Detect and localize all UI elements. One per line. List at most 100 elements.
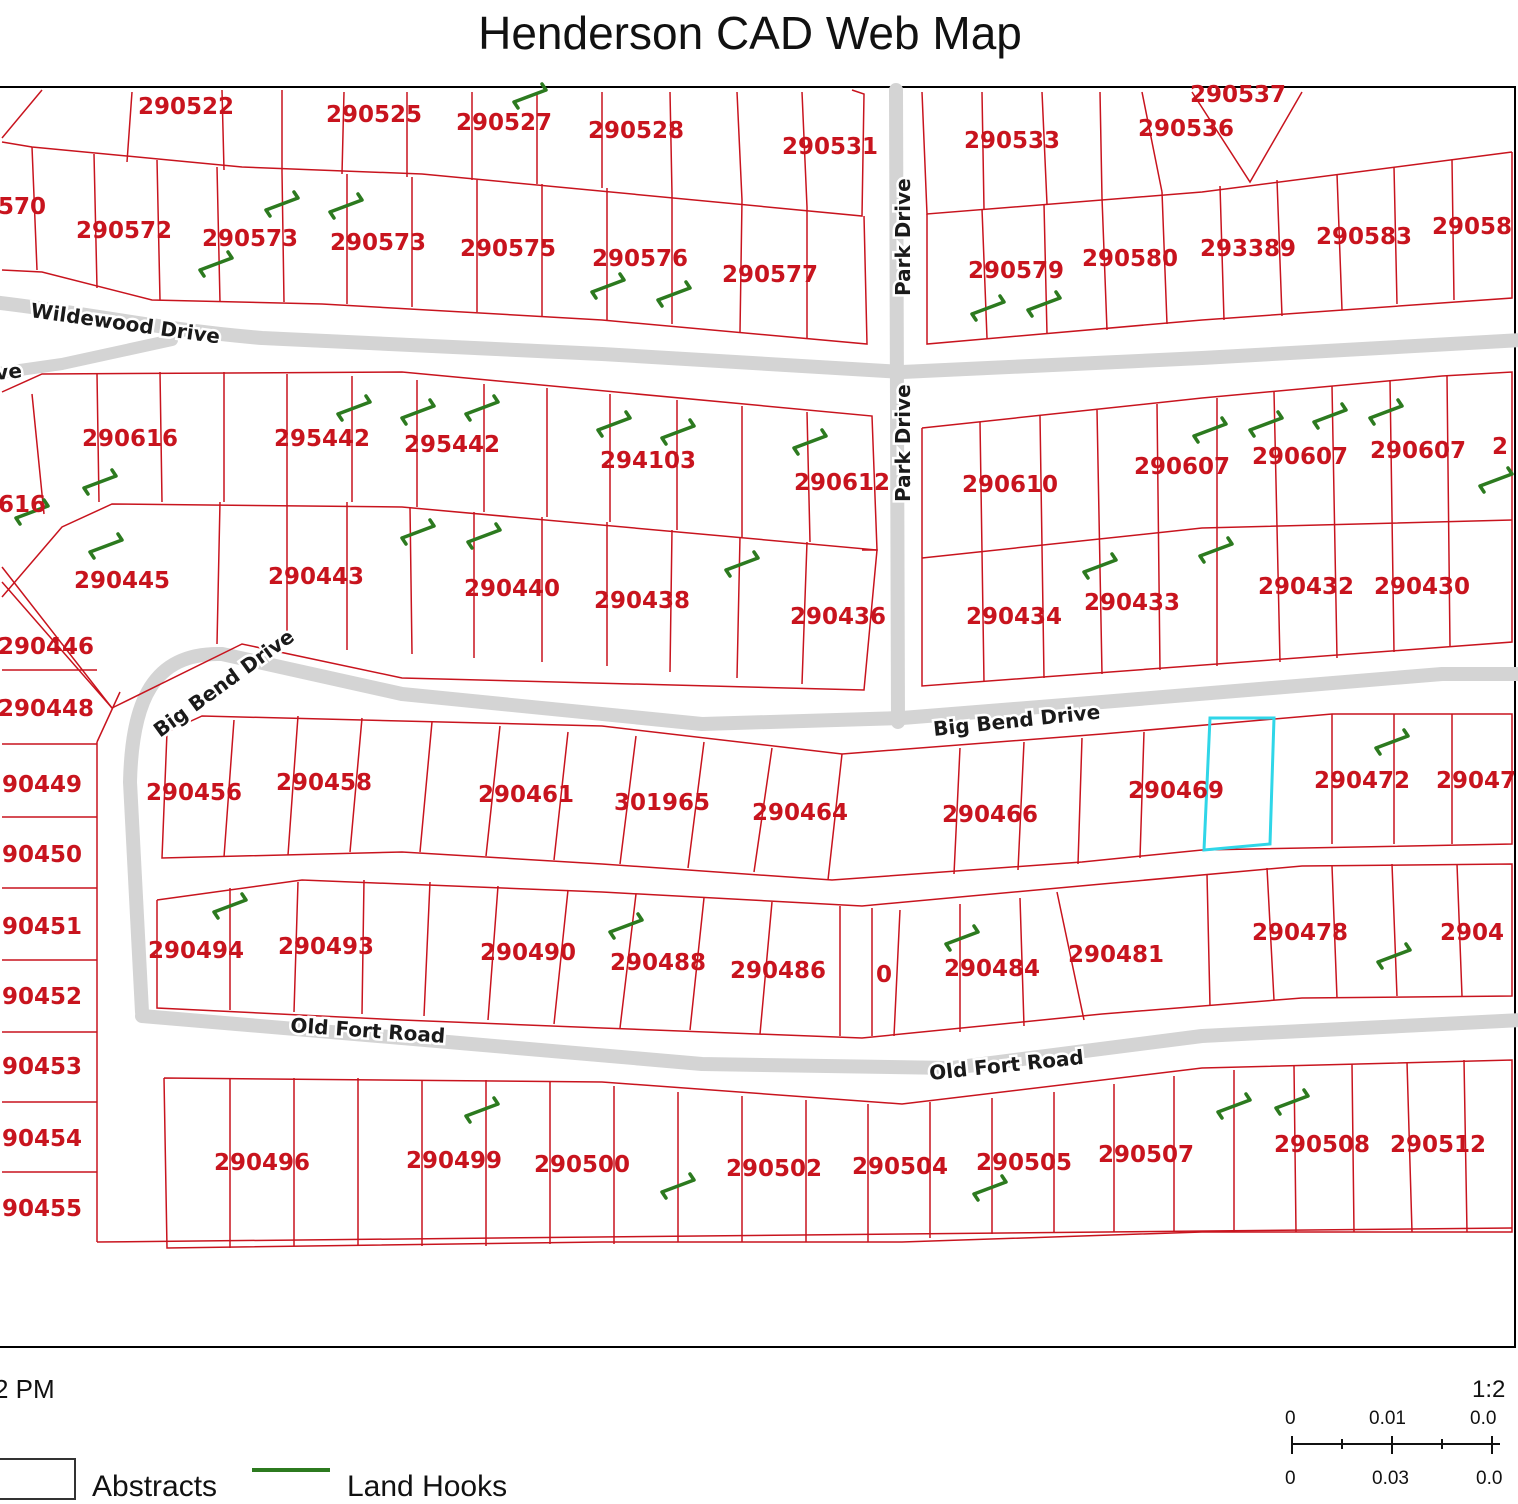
parcel-label[interactable]: 290505 [976,1150,1072,1176]
parcel-label[interactable]: 290481 [1068,942,1164,968]
parcel-label[interactable]: 290572 [76,218,172,244]
parcel-label[interactable]: 290610 [962,472,1058,498]
parcel-label[interactable]: 0 [876,962,892,988]
parcel-label[interactable]: 290466 [942,802,1038,828]
land-hook-icon [400,398,436,426]
parcel-label[interactable]: 290616 [82,426,178,452]
parcel-label[interactable]: 290580 [1082,246,1178,272]
parcel-label[interactable]: 290512 [1390,1132,1486,1158]
parcel-label[interactable]: 290433 [1084,590,1180,616]
parcel-label[interactable]: 290533 [964,128,1060,154]
parcel-label[interactable]: 290504 [852,1154,948,1180]
parcel-label[interactable]: 90452 [2,984,82,1010]
parcel-label[interactable]: 290527 [456,110,552,136]
parcel-label[interactable]: 290496 [214,1150,310,1176]
parcel-label[interactable]: 290494 [148,938,244,964]
land-hook-icon [512,82,548,110]
map-frame[interactable]: Wildewood Drive ve Park Drive Park Drive… [0,82,1518,1350]
parcel-label[interactable]: 290488 [610,950,706,976]
parcel-label[interactable]: 290493 [278,934,374,960]
parcel-label[interactable]: 290537 [1190,82,1286,108]
parcel-label[interactable]: 293389 [1200,236,1296,262]
road-park [889,83,905,729]
parcel-label[interactable]: 290576 [592,246,688,272]
parcel-label[interactable]: 290575 [460,236,556,262]
parcel-labels: 290522 290525 290527 290528 290531 29053… [0,82,1516,1222]
footer-timestamp: 2 PM [0,1374,55,1404]
land-hook-icon [596,410,632,438]
parcel-label[interactable]: 290490 [480,940,576,966]
parcel-label[interactable]: 290507 [1098,1142,1194,1168]
parcel-label[interactable]: 294103 [600,448,696,474]
parcel-label[interactable]: 290499 [406,1148,502,1174]
parcel-label[interactable]: 2904 [1440,920,1504,946]
land-hook-icon [1376,942,1412,970]
parcel-label[interactable]: 290579 [968,258,1064,284]
parcel-label[interactable]: 290607 [1252,444,1348,470]
parcel-label[interactable]: 290577 [722,262,818,288]
roads [0,83,1518,1075]
parcel-label[interactable]: 29058 [1432,214,1512,240]
scale-top-tick: 0 [1285,1408,1296,1429]
parcel-label[interactable]: 290464 [752,800,848,826]
land-hooks [14,82,1514,1202]
parcel-label[interactable]: 290458 [276,770,372,796]
parcel-label[interactable]: 290438 [594,588,690,614]
parcel-label[interactable]: 90449 [2,772,82,798]
parcel-label[interactable]: 570 [0,194,46,220]
parcel-label[interactable]: 290448 [0,696,94,722]
land-hook-icon [660,1172,696,1200]
land-hook-icon [264,190,300,218]
land-hook-icon [1192,416,1228,444]
parcel-lines [1,89,1513,1249]
parcel-label[interactable]: 29047 [1436,768,1516,794]
parcel-label[interactable]: 290440 [464,576,560,602]
scale-top-tick: 0.01 [1369,1408,1406,1429]
parcel-label[interactable]: 290500 [534,1152,630,1178]
parcel-label[interactable]: 290436 [790,604,886,630]
parcel-label[interactable]: 290430 [1374,574,1470,600]
scale-ratio: 1:2 [1472,1376,1506,1403]
selected-parcel-outline[interactable] [1202,716,1276,852]
parcel-label[interactable]: 90455 [2,1196,82,1222]
parcel-label[interactable]: 290443 [268,564,364,590]
parcel-label[interactable]: 290536 [1138,116,1234,142]
parcel-label[interactable]: 2 [1492,434,1508,460]
parcel-label[interactable]: 290432 [1258,574,1354,600]
parcel-label[interactable]: 290446 [0,634,94,660]
parcel-label[interactable]: 290486 [730,958,826,984]
parcel-label[interactable]: 90454 [2,1126,82,1152]
parcel-label[interactable]: 90451 [2,914,82,940]
parcel-label[interactable]: 290445 [74,568,170,594]
parcel-label[interactable]: 290528 [588,118,684,144]
parcel-label[interactable]: 290522 [138,94,234,120]
parcel-label[interactable]: 290456 [146,780,242,806]
parcel-label[interactable]: 290612 [794,470,890,496]
land-hook-icon [660,418,696,446]
parcel-label[interactable]: 295442 [404,432,500,458]
parcel-label[interactable]: 290502 [726,1156,822,1182]
parcel-label[interactable]: 290508 [1274,1132,1370,1158]
parcel-label[interactable]: 290573 [202,226,298,252]
parcel-label[interactable]: 301965 [614,790,710,816]
parcel-label[interactable]: 290607 [1134,454,1230,480]
parcel-label[interactable]: 290573 [330,230,426,256]
parcel-label[interactable]: 290472 [1314,768,1410,794]
parcel-label[interactable]: 290531 [782,134,878,160]
parcel-label[interactable]: 295442 [274,426,370,452]
parcel-label[interactable]: 90453 [2,1054,82,1080]
land-hook-icon [944,924,980,952]
parcel-label[interactable]: 290478 [1252,920,1348,946]
parcel-label[interactable]: 290461 [478,782,574,808]
parcel-label[interactable]: 90450 [2,842,82,868]
parcel-label[interactable]: 290469 [1128,778,1224,804]
parcel-label[interactable]: 290484 [944,956,1040,982]
road-big-bend [123,646,1518,1019]
parcel-label[interactable]: 290434 [966,604,1062,630]
parcel-label[interactable]: 616 [0,492,46,518]
parcel-label[interactable]: 290607 [1370,438,1466,464]
parcel-label[interactable]: 290583 [1316,224,1412,250]
map-canvas[interactable]: Wildewood Drive ve Park Drive Park Drive… [0,82,1518,1350]
road-label-big-bend-left: Big Bend Drive [149,624,299,742]
parcel-label[interactable]: 290525 [326,102,422,128]
